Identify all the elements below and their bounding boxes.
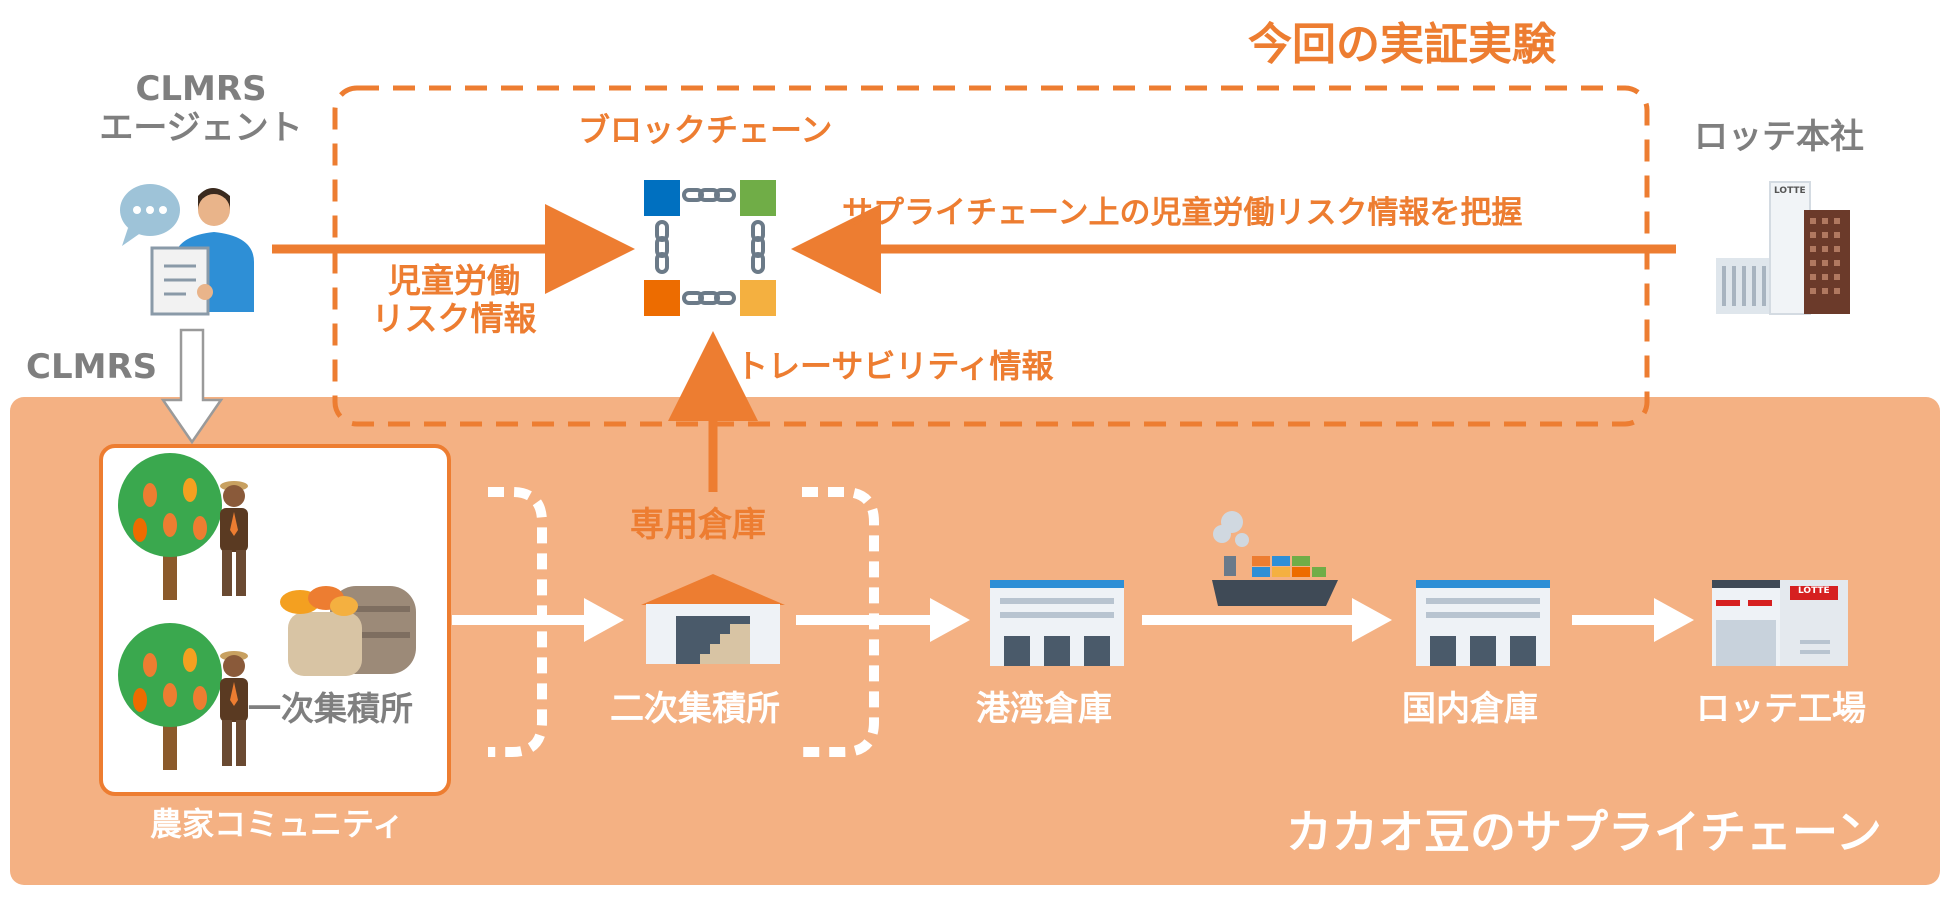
child-labor-risk-line2: リスク情報 [371, 298, 537, 338]
lotte-factory-label: ロッテ工場 [1696, 689, 1866, 729]
cocoa-sack-icon [280, 586, 416, 676]
factory-icon [1712, 580, 1848, 666]
flow-arrowhead [930, 598, 970, 642]
factory-sign: LOTTE [1798, 586, 1830, 596]
domestic-warehouse-label: 国内倉庫 [1402, 689, 1538, 729]
cocoa-tree-icon [118, 453, 222, 600]
hq-to-blockchain-label: サプライチェーン上の児童労働リスク情報を把握 [842, 195, 1523, 231]
agent-label: CLMRS エージェント [96, 69, 306, 149]
office-building-icon [1716, 181, 1850, 315]
flow-arrowhead [1352, 598, 1392, 642]
secondary-collection-label: 二次集積所 [610, 689, 780, 729]
experiment-dashed-box [332, 85, 1650, 427]
agent-label-line2: エージェント [99, 108, 303, 149]
clmrs-label: CLMRS [26, 347, 158, 387]
farmer-icon [220, 651, 248, 766]
agent-label-line1: CLMRS [135, 69, 267, 109]
port-warehouse-label: 港湾倉庫 [976, 689, 1112, 729]
cocoa-tree-icon [118, 623, 222, 770]
primary-collection-label: 一次集積所 [248, 689, 413, 728]
hq-label: ロッテ本社 [1694, 117, 1864, 157]
farmer-icon [220, 481, 248, 596]
warehouse-icon [990, 580, 1124, 666]
warehouse-icon [1416, 580, 1550, 666]
agent-with-speech-bubble-icon [120, 184, 254, 316]
blockchain-icon [644, 180, 776, 316]
dedicated-warehouse-label: 専用倉庫 [630, 505, 766, 545]
traceability-label: トレーサビリティ情報 [736, 347, 1054, 385]
experiment-title: 今回の実証実験 [1248, 19, 1556, 70]
warehouse-icon [641, 574, 785, 664]
cargo-ship-icon [1212, 511, 1338, 606]
farmer-community-label: 農家コミュニティ [150, 805, 405, 843]
bracket-left [488, 487, 547, 757]
flow-arrowhead [584, 598, 624, 642]
blockchain-label: ブロックチェーン [578, 111, 833, 149]
child-labor-risk-line1: 児童労働 [388, 261, 520, 300]
hq-building-sign: LOTTE [1774, 186, 1806, 196]
clmrs-down-arrow [160, 328, 224, 445]
supply-chain-band [10, 397, 1940, 885]
flow-arrowhead [1654, 598, 1694, 642]
child-labor-risk-label: 児童労働 リスク情報 [354, 262, 554, 338]
supply-chain-title: カカオ豆のサプライチェーン [1286, 805, 1882, 859]
